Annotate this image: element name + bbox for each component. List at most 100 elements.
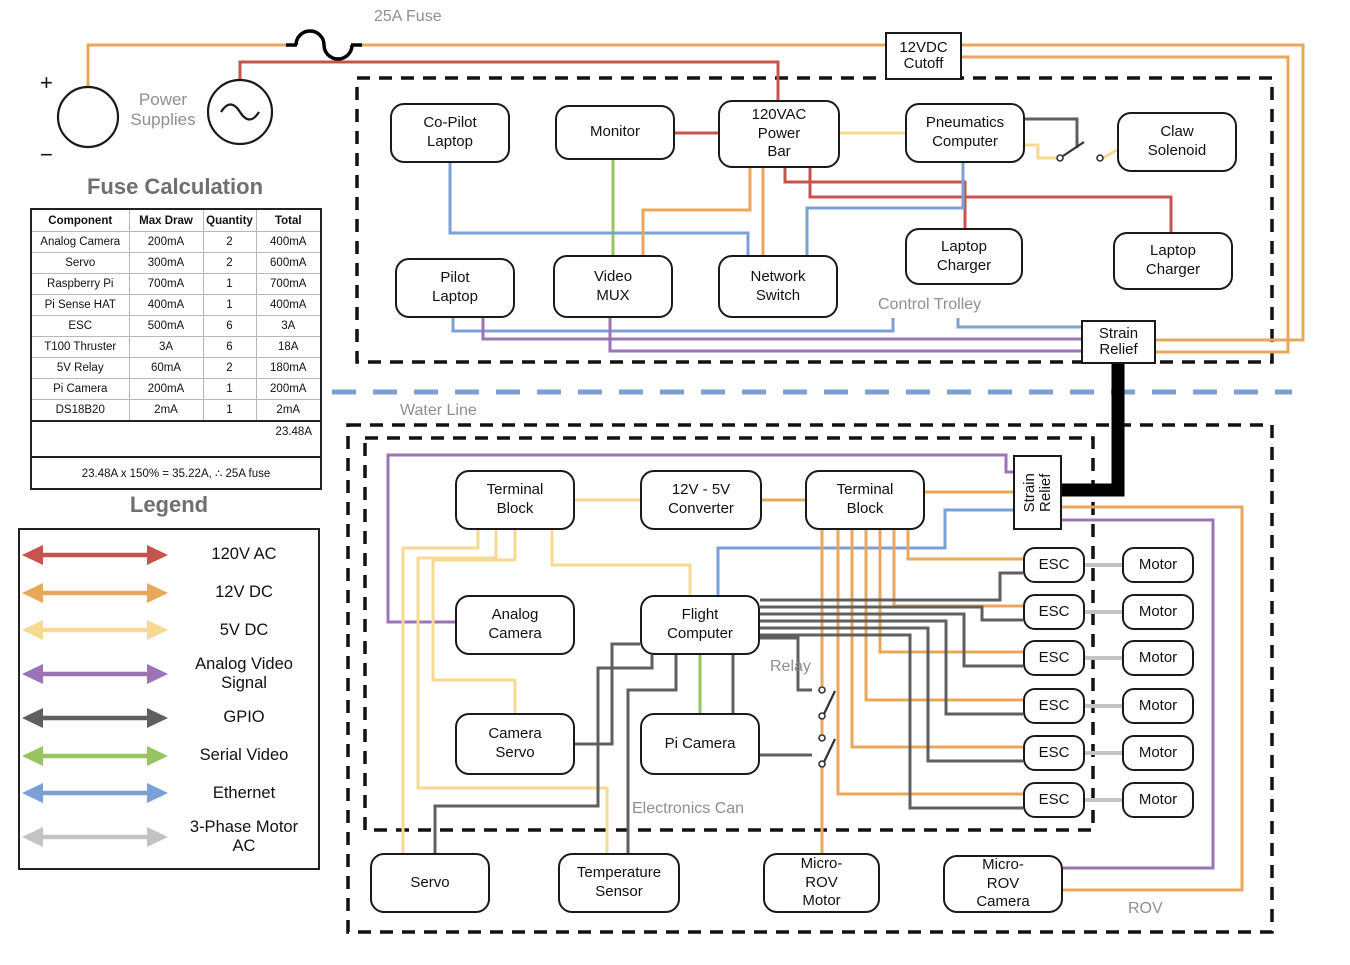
- legend-item-5vdc: 5V DC: [20, 617, 318, 643]
- wire-12vdc-tether-b: [962, 55, 1290, 354]
- wire-fc-esc4: [760, 619, 1023, 716]
- electronics-can-border: [363, 436, 1095, 832]
- wire-powerbar-charger1: [783, 168, 967, 228]
- cell: 3A: [128, 336, 204, 358]
- node-12vdc-cutoff: 12VDC Cutoff: [885, 32, 962, 80]
- wire-analogcam-strain: [386, 453, 1013, 624]
- wire-fc-esc6: [760, 633, 1023, 810]
- wire-12vdc-supply: [86, 43, 290, 87]
- cell: 500mA: [128, 315, 204, 337]
- legend-label: 5V DC: [219, 620, 269, 639]
- wire-120vac-supply: [238, 60, 780, 100]
- cell: 700mA: [128, 273, 204, 295]
- wire-strain-microcam-video: [1062, 518, 1215, 870]
- node-video-mux: Video MUX: [553, 255, 673, 318]
- wire-tb-tempsensor: [416, 530, 609, 853]
- legend-item-120vac: 120V AC: [20, 542, 318, 568]
- table-note-row: 23.48A x 150% = 35.22A, ∴ 25A fuse: [31, 456, 321, 489]
- arrow-12vdc-icon: [22, 582, 168, 603]
- arrow-analog-video-icon: [22, 664, 168, 685]
- node-flight-computer: Flight Computer: [640, 595, 760, 655]
- col-max-draw: Max Draw: [128, 208, 204, 232]
- wire-switch-strain: [956, 318, 1081, 329]
- wire-tb-esc6: [836, 530, 1023, 796]
- node-esc-3: ESC: [1023, 640, 1085, 676]
- node-pneumatics-computer: Pneumatics Computer: [905, 103, 1025, 163]
- wire-powerbar-charger2: [808, 168, 1173, 232]
- cell: 300mA: [128, 252, 204, 274]
- cell: 2mA: [128, 399, 204, 422]
- node-terminal-block-left: Terminal Block: [455, 470, 575, 530]
- node-strain-relief-top: Strain Relief: [1081, 320, 1156, 364]
- wire-tb-esc3: [878, 530, 1023, 654]
- cell: 1: [202, 378, 257, 400]
- fuse-label: 25A Fuse: [374, 8, 442, 25]
- wire-strain-flight: [716, 508, 1013, 595]
- node-esc-4: ESC: [1023, 688, 1085, 724]
- wire-tb-camservo: [431, 530, 517, 713]
- fuse-table: Component Max Draw Quantity Total Analog…: [30, 208, 322, 490]
- wire-pneumatics-switch: [805, 163, 965, 255]
- cell: 1: [202, 294, 257, 316]
- wire-pneumatics-relay: [1025, 117, 1079, 148]
- wire-fc-esc1: [760, 571, 1023, 602]
- legend-item-analog-video: Analog Video Signal: [20, 655, 318, 693]
- rov-border: [346, 423, 1274, 934]
- cell: 60mA: [128, 357, 204, 379]
- sine-icon: [220, 103, 260, 121]
- tether: [1062, 364, 1125, 497]
- control-trolley-border: [355, 76, 1274, 364]
- wire-tb-servo: [401, 530, 480, 853]
- arrow-ethernet-icon: [22, 783, 168, 804]
- wire-powerbar-videomux: [641, 168, 752, 255]
- cell: 400mA: [255, 231, 322, 253]
- fuse-table-header: Component Max Draw Quantity Total: [30, 208, 322, 232]
- legend-label: GPIO: [223, 708, 265, 727]
- cell: 400mA: [255, 294, 322, 316]
- cell: 1: [202, 399, 257, 422]
- legend-item-12vdc: 12V DC: [20, 580, 318, 606]
- claw-switch-icon: [1056, 141, 1104, 162]
- water-line-label: Water Line: [400, 402, 477, 419]
- wire-fc-esc5: [760, 626, 1023, 763]
- node-120vac-power-bar: 120VAC Power Bar: [718, 100, 840, 168]
- relay-label: Relay: [770, 658, 811, 675]
- node-analog-camera: Analog Camera: [455, 595, 575, 655]
- node-pilot-laptop: Pilot Laptop: [395, 258, 515, 318]
- legend-label: 3-Phase Motor AC: [189, 818, 299, 856]
- node-co-pilot-laptop: Co-Pilot Laptop: [390, 103, 510, 163]
- node-terminal-block-right: Terminal Block: [805, 470, 925, 530]
- arrow-3phase-icon: [22, 827, 168, 848]
- node-esc-6: ESC: [1023, 782, 1085, 818]
- table-total-row: 23.48A: [31, 420, 321, 457]
- wire-tb-flight: [550, 530, 692, 595]
- cell: 18A: [255, 336, 322, 358]
- legend-title: Legend: [129, 492, 209, 517]
- node-laptop-charger-1: Laptop Charger: [905, 228, 1023, 285]
- wire-tb-esc1: [906, 530, 1023, 561]
- wire-mux-strain-a: [481, 318, 1081, 341]
- relay-switch-1-icon: [818, 686, 836, 720]
- cell: 600mA: [255, 252, 322, 274]
- cell: Analog Camera: [30, 231, 130, 253]
- wire-mux-strain-b: [608, 318, 1081, 353]
- node-esc-2: ESC: [1023, 594, 1085, 630]
- wire-12vdc-tether-a: [962, 43, 1305, 342]
- relay-switch-2-icon: [818, 734, 836, 768]
- wire-copilot-switch: [448, 163, 750, 255]
- cell: 1: [202, 273, 257, 295]
- wire-tb-esc5: [850, 530, 1023, 749]
- cell: 700mA: [255, 273, 322, 295]
- total-amps: 23.48A: [31, 420, 321, 457]
- legend-item-serial-video: Serial Video: [20, 743, 318, 769]
- legend-label: Ethernet: [212, 783, 276, 802]
- fuse-symbol: [286, 29, 362, 61]
- cell: 5V Relay: [30, 357, 130, 379]
- node-camera-servo: Camera Servo: [455, 713, 575, 775]
